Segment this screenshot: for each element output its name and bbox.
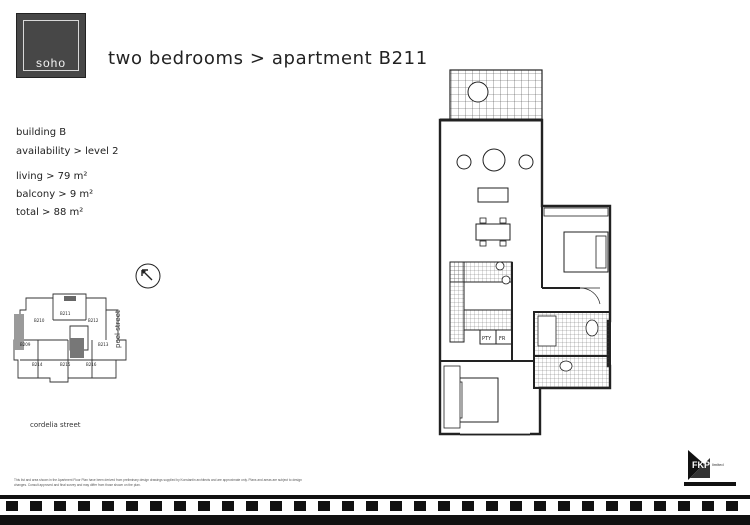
border-tick	[318, 501, 330, 511]
wardrobe-1	[543, 207, 609, 217]
border-tick	[390, 501, 402, 511]
developer-sub-text: limited	[712, 462, 724, 467]
developer-logo: FKP limited	[684, 446, 736, 486]
unit-label: B213	[98, 342, 109, 347]
border-tick	[534, 501, 546, 511]
kitchen-island	[463, 309, 513, 331]
border-tick	[6, 501, 18, 511]
unit-label: B211	[60, 311, 71, 316]
border-tick	[462, 501, 474, 511]
border-tick	[702, 501, 714, 511]
border-tick	[222, 501, 234, 511]
border-tick	[174, 501, 186, 511]
logo-text: soho	[35, 56, 67, 70]
border-tick	[678, 501, 690, 511]
border-tick	[150, 501, 162, 511]
developer-logo-text: FKP	[692, 460, 710, 470]
north-arrow-icon	[135, 263, 161, 289]
border-tick	[438, 501, 450, 511]
border-tick	[414, 501, 426, 511]
building-label: building B	[16, 127, 67, 138]
floor-plan: PTY FR	[438, 69, 612, 436]
border-tick	[246, 501, 258, 511]
living-area: living > 79 m²	[16, 171, 88, 182]
border-tick	[294, 501, 306, 511]
dining-table	[475, 223, 511, 241]
balcony-area: balcony > 9 m²	[16, 189, 94, 200]
border-tick	[30, 501, 42, 511]
pantry-label: PTY	[482, 336, 492, 342]
border-tick	[726, 501, 738, 511]
unit-label: B216	[86, 362, 97, 367]
unit-label: B209	[20, 342, 31, 347]
unit-label: B214	[32, 362, 43, 367]
street-label-right: peel street	[114, 310, 122, 348]
border-tick	[54, 501, 66, 511]
border-tick	[630, 501, 642, 511]
living-round-table	[482, 148, 506, 172]
key-plan: B210 B211 B212 B213 B214 B215 B216 B209	[13, 293, 127, 383]
border-tick	[366, 501, 378, 511]
balcony-area-shape	[449, 69, 543, 121]
ensuite	[533, 355, 611, 389]
unit-label: B210	[34, 318, 45, 323]
border-tick	[486, 501, 498, 511]
border-tick	[126, 501, 138, 511]
bottom-border	[0, 495, 750, 525]
border-tick	[270, 501, 282, 511]
border-tick	[342, 501, 354, 511]
balcony-table	[467, 81, 489, 103]
unit-label: B212	[88, 318, 99, 323]
border-tick	[198, 501, 210, 511]
border-tick	[606, 501, 618, 511]
unit-label: B215	[60, 362, 71, 367]
border-tick	[654, 501, 666, 511]
sofa	[477, 187, 509, 203]
total-area: total > 88 m²	[16, 207, 84, 218]
disclaimer-text: This list and area shown in the Apartmen…	[14, 478, 302, 487]
availability-label: availability > level 2	[16, 146, 119, 157]
logo-frame	[23, 20, 79, 71]
fridge-label: FR	[499, 336, 506, 342]
border-tick	[78, 501, 90, 511]
soho-logo: soho	[16, 13, 86, 78]
border-tick	[510, 501, 522, 511]
border-tick	[558, 501, 570, 511]
page-title: two bedrooms > apartment B211	[108, 48, 428, 69]
street-label-bottom: cordelia street	[30, 421, 81, 429]
border-tick	[582, 501, 594, 511]
border-tick	[102, 501, 114, 511]
